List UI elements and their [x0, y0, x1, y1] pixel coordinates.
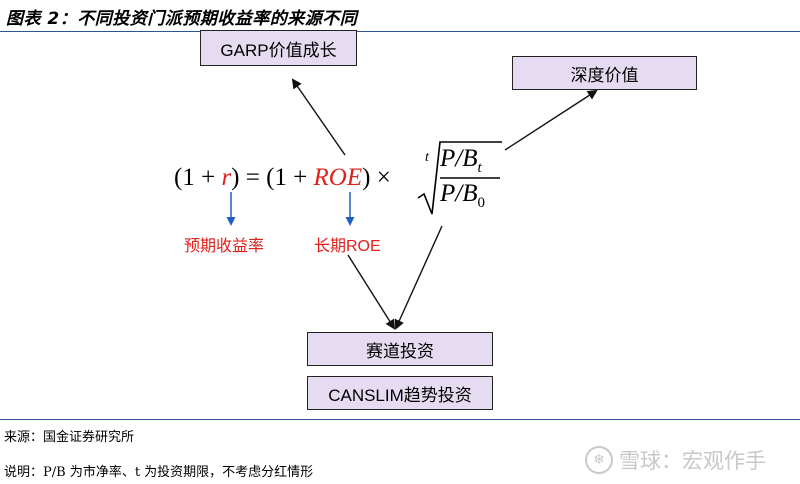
- box-canslim: CANSLIM趋势投资: [307, 376, 493, 410]
- formula-r: r: [221, 164, 232, 191]
- fraction-denominator: P/B0: [440, 180, 485, 212]
- numerator-sub: t: [477, 160, 482, 176]
- bottom-rule: [0, 419, 800, 420]
- box-track-investing: 赛道投资: [307, 332, 493, 366]
- denominator-sub: 0: [477, 195, 486, 211]
- label-expected-return: 预期收益率: [184, 238, 265, 255]
- box-deep-value: 深度价值: [512, 56, 697, 90]
- source-note: 来源：国金证券研究所: [4, 430, 135, 445]
- formula-roe: ROE: [313, 164, 363, 191]
- explanation-note: 说明：P/B 为市净率、t 为投资期限，不考虑分红情形: [4, 465, 314, 480]
- arrow-pb-to-track: [394, 225, 443, 330]
- radical-sign: [417, 141, 502, 215]
- box-garp: GARP价值成长: [200, 30, 357, 66]
- label-long-roe: 长期ROE: [314, 238, 381, 255]
- denominator-pb: P/B: [440, 180, 478, 207]
- arrow-to-garp: [291, 78, 346, 156]
- root-index: t: [425, 150, 429, 165]
- watermark-text: 雪球：宏观作手: [619, 449, 766, 473]
- formula-close-times: ) ×: [362, 164, 391, 191]
- fraction-numerator: P/Bt: [440, 145, 482, 177]
- snowball-logo-icon: ❄: [585, 446, 613, 474]
- top-rule: [0, 31, 800, 32]
- formula-close-eq: ) = (1 +: [231, 164, 308, 191]
- arrow-to-deep-value: [504, 89, 598, 151]
- arrow-roe-to-track: [347, 254, 396, 330]
- figure-title: 图表 2：不同投资门派预期收益率的来源不同: [6, 9, 358, 29]
- formula-open: (1 +: [174, 164, 216, 191]
- watermark: ❄ 雪球：宏观作手: [585, 445, 766, 475]
- formula: (1 + r) = (1 + ROE) ×: [174, 164, 391, 192]
- numerator-pb: P/B: [440, 145, 478, 172]
